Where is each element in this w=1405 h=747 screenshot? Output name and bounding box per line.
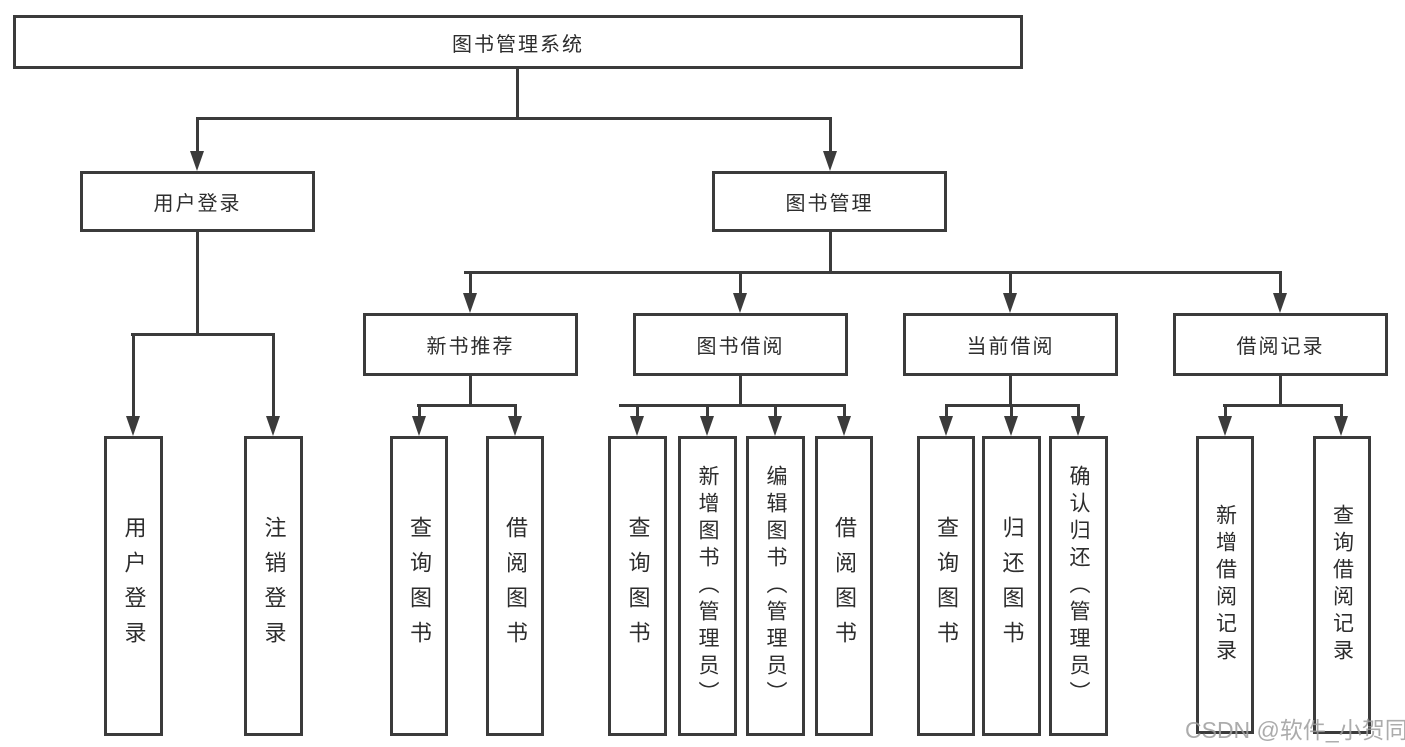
connector-line [1340,404,1343,418]
leaf-borrow-books-recommend: 借阅图书 [486,436,544,736]
leaf-label: 查询借阅记录 [1330,504,1354,666]
leaf-search-borrow-record: 查询借阅记录 [1313,436,1371,734]
node-label: 当前借阅 [966,336,1055,358]
arrowhead-down-icon [1071,416,1085,436]
connector-line [132,333,135,418]
connector-line [829,117,832,155]
leaf-add-books-admin: 新增图书（管理员） [678,436,737,736]
csdn-watermark: CSDN @软件_小贺同学 [1185,717,1405,743]
connector-line [516,68,519,118]
arrowhead-down-icon [1003,293,1017,313]
node-label: 图书借阅 [696,336,785,358]
arrowhead-down-icon [412,416,426,436]
connector-line [464,271,1282,274]
connector-line [636,404,639,418]
leaf-edit-books-admin: 编辑图书（管理员） [746,436,805,736]
node-label: 新书推荐 [426,336,515,358]
node-label: 图书管理 [785,193,874,215]
connector-line [418,404,421,418]
connector-line [131,333,275,336]
arrowhead-down-icon [508,416,522,436]
arrowhead-down-icon [733,293,747,313]
leaf-label: 查询图书 [625,516,651,656]
leaf-search-books-recommend: 查询图书 [390,436,448,736]
leaf-search-books-current: 查询图书 [917,436,975,736]
leaf-logout: 注销登录 [244,436,303,736]
leaf-label: 借阅图书 [832,516,857,656]
arrowhead-down-icon [190,151,204,171]
leaf-label: 确认归还（管理员） [1067,464,1090,708]
node-library-management-system: 图书管理系统 [13,15,1023,69]
connector-line [1279,376,1282,407]
connector-line [514,404,517,418]
connector-line [619,404,846,407]
arrowhead-down-icon [1218,416,1232,436]
leaf-label: 借阅图书 [503,516,528,656]
arrowhead-down-icon [837,416,851,436]
leaf-label: 编辑图书（管理员） [764,464,787,708]
connector-line [196,117,832,120]
leaf-user-login: 用户登录 [104,436,163,736]
connector-line [417,404,517,407]
arrowhead-down-icon [1273,293,1287,313]
arrowhead-down-icon [768,416,782,436]
connector-line [1010,404,1013,418]
connector-line [469,376,472,407]
arrowhead-down-icon [266,416,280,436]
node-new-book-recommendation: 新书推荐 [363,313,578,376]
connector-line [739,271,742,297]
connector-line [945,404,948,418]
arrowhead-down-icon [700,416,714,436]
arrowhead-down-icon [463,293,477,313]
leaf-return-books: 归还图书 [982,436,1041,736]
node-book-borrowing: 图书借阅 [633,313,848,376]
leaf-confirm-return-admin: 确认归还（管理员） [1049,436,1108,736]
node-book-management: 图书管理 [712,171,947,232]
connector-line [1224,404,1227,418]
connector-line [739,376,742,407]
node-current-borrowing: 当前借阅 [903,313,1118,376]
connector-line [1223,404,1343,407]
connector-line [1009,376,1012,407]
leaf-label: 查询图书 [934,516,959,656]
connector-line [1009,271,1012,297]
connector-line [1077,404,1080,418]
connector-line [469,271,472,297]
leaf-borrow-books-borrowing: 借阅图书 [815,436,873,736]
connector-line [843,404,846,418]
arrowhead-down-icon [823,151,837,171]
leaf-label: 新增借阅记录 [1213,504,1237,666]
leaf-label: 归还图书 [999,516,1025,656]
node-label: 用户登录 [153,193,242,215]
connector-line [1279,271,1282,297]
arrowhead-down-icon [1004,416,1018,436]
leaf-label: 注销登录 [261,516,287,656]
connector-line [272,333,275,418]
leaf-label: 新增图书（管理员） [696,464,719,708]
leaf-label: 用户登录 [121,516,147,656]
leaf-search-books-borrowing: 查询图书 [608,436,667,736]
connector-line [196,117,199,155]
arrowhead-down-icon [126,416,140,436]
arrowhead-down-icon [939,416,953,436]
leaf-label: 查询图书 [407,516,432,656]
connector-line [196,232,199,334]
node-borrowing-records: 借阅记录 [1173,313,1388,376]
node-user-login: 用户登录 [80,171,315,232]
connector-line [706,404,709,418]
arrowhead-down-icon [630,416,644,436]
node-label: 图书管理系统 [452,33,584,56]
leaf-add-borrow-record: 新增借阅记录 [1196,436,1254,734]
connector-line [829,232,832,273]
connector-line [774,404,777,418]
node-label: 借阅记录 [1236,336,1325,358]
arrowhead-down-icon [1334,416,1348,436]
